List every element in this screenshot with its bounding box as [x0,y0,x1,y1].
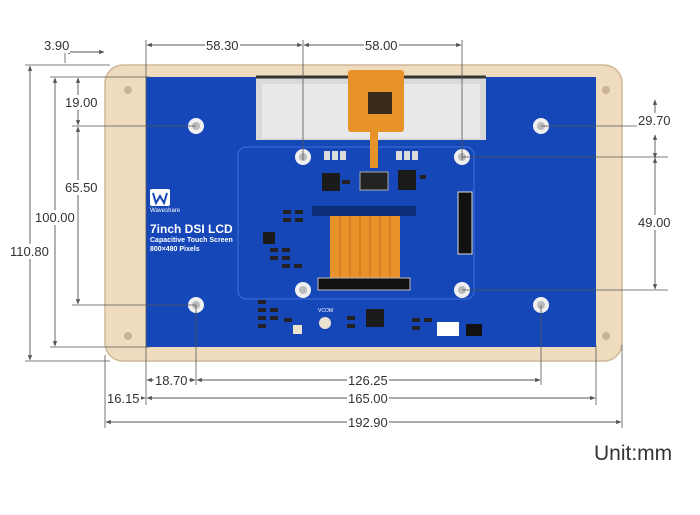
ribbon-connector [317,277,411,291]
dim-label-58-00: 58.00 [364,38,399,53]
dim-label-49-00: 49.00 [637,215,672,230]
board-outline-trace [237,146,475,300]
dim-label-29-70: 29.70 [637,113,672,128]
potentiometer [319,317,331,329]
side-connector [457,191,473,255]
board-resolution: 800×480 Pixels [150,246,200,253]
fpc-touch-connector [359,171,389,191]
dim-label-3-90: 3.90 [43,38,71,53]
ic-chip-3 [366,309,384,327]
board-subtitle: Capacitive Touch Screen [150,237,233,244]
brand-label: Waveshare [150,208,181,214]
dim-label-165-00: 165.00 [347,391,389,406]
power-connector [437,322,459,336]
vcom-pad [293,325,302,334]
ribbon-slot-frame [312,206,416,216]
glass-hole-bl [124,332,132,340]
ic-chip-1 [322,173,340,191]
smd-components [258,175,432,330]
ic-chip-4 [263,232,275,244]
vcom-label: VCOM [318,308,333,314]
unit-label: Unit:mm [594,442,673,465]
glass-hole-tl [124,86,132,94]
dim-label-19-00: 19.00 [64,95,99,110]
ic-chip-2 [398,170,416,190]
header-pins-right [396,151,418,160]
glass-hole-tr [602,86,610,94]
board-title: 7inch DSI LCD [150,222,233,236]
ribbon-cable-stripes [339,208,391,278]
dim-label-58-30: 58.30 [205,38,240,53]
jumper-header [466,324,482,336]
waveshare-logo-glyph [152,192,168,206]
ribbon-cable [330,208,400,278]
fpc-top-chip [368,92,392,114]
glass-hole-br [602,332,610,340]
dim-label-16-15: 16.15 [106,391,141,406]
dim-label-192-90: 192.90 [347,415,389,430]
dim-label-100-00: 100.00 [34,210,76,225]
header-pins-left [324,151,346,160]
dim-label-126-25: 126.25 [347,373,389,388]
dim-label-110-80: 110.80 [9,244,50,259]
dim-label-65-50: 65.50 [64,180,99,195]
dim-label-18-70: 18.70 [154,373,189,388]
fpc-top-tail [370,132,378,168]
